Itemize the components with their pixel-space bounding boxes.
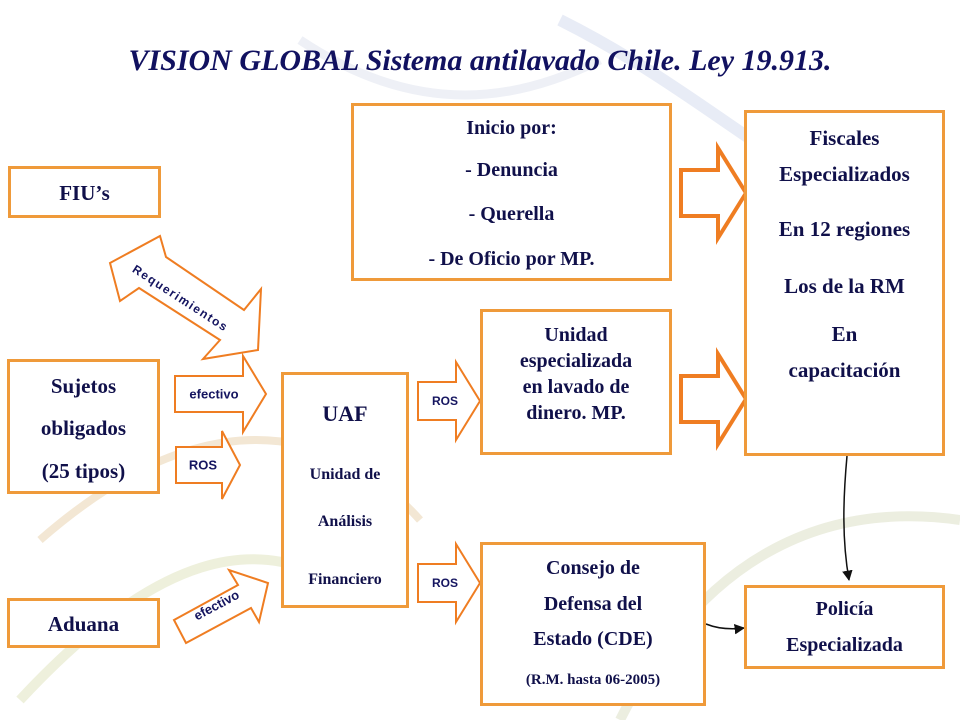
aduana-box: Aduana bbox=[7, 598, 160, 648]
aduana-label: Aduana bbox=[47, 612, 120, 636]
fiscales-line6: capacitación bbox=[788, 358, 901, 382]
inicio-por-box: Inicio por: - Denuncia - Querella - De O… bbox=[351, 103, 672, 281]
ros-arrow-sujetos: ROS bbox=[175, 430, 242, 500]
ros-label-sujetos: ROS bbox=[189, 457, 218, 472]
consejo-line4: (R.M. hasta 06-2005) bbox=[525, 672, 661, 688]
policia-line1: Policía bbox=[815, 598, 874, 620]
inicio-line1: Inicio por: bbox=[466, 117, 557, 139]
consejo-line1: Consejo de bbox=[546, 557, 640, 579]
big-arrow-inicio-to-fiscales bbox=[679, 141, 749, 245]
policia-line2: Especializada bbox=[786, 634, 903, 656]
efectivo-arrow-aduana: efectivo bbox=[172, 568, 270, 645]
sujetos-line2: obligados bbox=[40, 416, 127, 440]
efectivo-label-top: efectivo bbox=[189, 386, 238, 401]
inicio-line3: - Querella bbox=[468, 203, 555, 225]
fiscales-line1: Fiscales bbox=[809, 126, 880, 150]
unidad-line1: Unidad bbox=[544, 324, 608, 346]
sujetos-line1: Sujetos bbox=[50, 374, 117, 398]
ros-label-unidad: ROS bbox=[432, 394, 458, 408]
requerimientos-double-arrow: Requerimientos bbox=[108, 234, 263, 361]
ros-arrow-consejo: ROS bbox=[417, 540, 482, 626]
consejo-defensa-box: Consejo de Defensa del Estado (CDE) (R.M… bbox=[480, 542, 706, 706]
unidad-line3: en lavado de bbox=[522, 376, 630, 398]
fiscales-line4: Los de la RM bbox=[784, 274, 905, 298]
uaf-line2: Unidad de bbox=[309, 466, 381, 483]
consejo-line3: Estado (CDE) bbox=[533, 628, 653, 650]
unidad-especializada-box: Unidad especializada en lavado de dinero… bbox=[480, 309, 672, 455]
unidad-line2: especializada bbox=[519, 350, 633, 372]
unidad-line4: dinero. MP. bbox=[526, 402, 626, 424]
uaf-line1: UAF bbox=[322, 401, 368, 426]
sujetos-line3: (25 tipos) bbox=[41, 459, 126, 483]
connector-consejo-to-policia bbox=[705, 623, 746, 635]
policia-especializada-box: Policía Especializada bbox=[744, 585, 945, 669]
fius-label: FIU’s bbox=[59, 181, 110, 205]
connector-fiscales-to-policia bbox=[842, 455, 853, 582]
ros-arrow-unidad: ROS bbox=[417, 358, 482, 444]
efectivo-arrow-top: efectivo bbox=[174, 352, 268, 436]
uaf-box: UAF Unidad de Análisis Financiero bbox=[281, 372, 409, 608]
fiscales-line2: Especializados bbox=[779, 162, 910, 186]
fiscales-especializados-box: Fiscales Especializados En 12 regiones L… bbox=[744, 110, 945, 456]
inicio-line2: - Denuncia bbox=[465, 159, 558, 181]
fiscales-line5: En bbox=[831, 322, 858, 346]
fius-box: FIU’s bbox=[8, 166, 161, 218]
uaf-line4: Financiero bbox=[308, 571, 382, 588]
page-title: VISION GLOBAL Sistema antilavado Chile. … bbox=[128, 44, 832, 77]
sujetos-obligados-box: Sujetos obligados (25 tipos) bbox=[7, 359, 160, 494]
inicio-line4: - De Oficio por MP. bbox=[428, 248, 595, 270]
fiscales-line3: En 12 regiones bbox=[778, 217, 911, 241]
consejo-line2: Defensa del bbox=[543, 593, 643, 615]
big-arrow-unidad-to-fiscales bbox=[679, 347, 749, 451]
uaf-line3: Análisis bbox=[317, 513, 373, 530]
ros-label-consejo: ROS bbox=[432, 576, 458, 590]
